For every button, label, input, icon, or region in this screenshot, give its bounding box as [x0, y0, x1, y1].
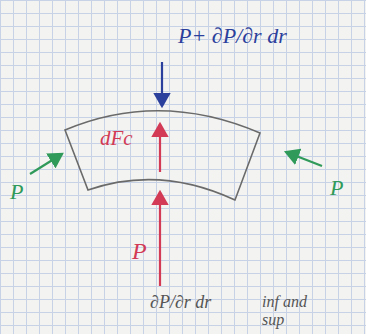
- left-pressure-arrow: [30, 154, 62, 174]
- bottom-pressure-label: P: [132, 238, 147, 264]
- top-pressure-label: P+ ∂P/∂r dr: [178, 24, 287, 48]
- left-pressure-label: P: [10, 180, 23, 204]
- element-outline-path: [65, 111, 260, 200]
- force-label: dFc: [100, 127, 133, 150]
- element-outline: [60, 100, 265, 205]
- centrifugal-force-arrow: [159, 124, 161, 172]
- fluid-element: dFc: [60, 100, 265, 205]
- top-pressure-arrow: [161, 62, 163, 106]
- right-pressure-arrow: [286, 152, 322, 166]
- bounds-note: inf and sup: [262, 293, 322, 328]
- gradient-note: ∂P/∂r dr: [150, 293, 211, 313]
- bottom-pressure-arrow: [159, 192, 161, 286]
- right-pressure-label: P: [330, 176, 343, 200]
